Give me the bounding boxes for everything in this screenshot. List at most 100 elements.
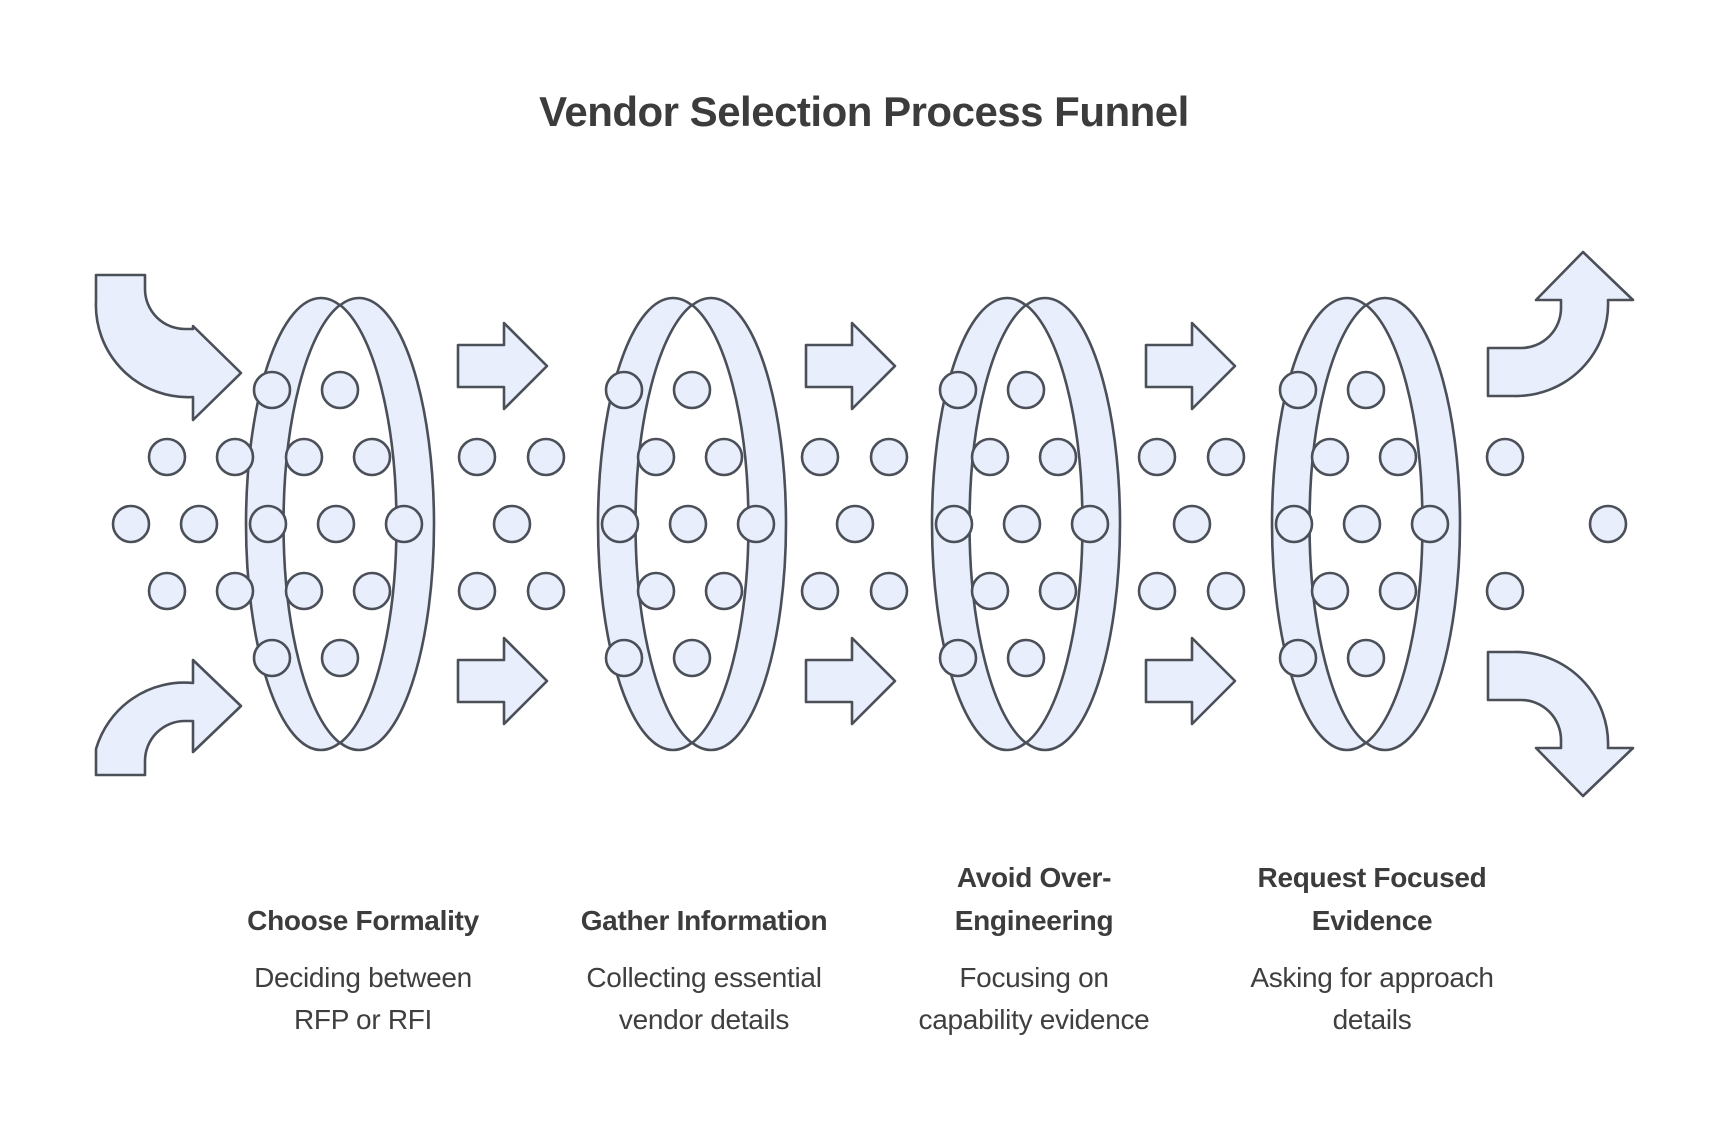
vendor-dot <box>1346 370 1386 410</box>
vendor-dot <box>636 571 676 611</box>
vendor-dot <box>800 571 840 611</box>
vendor-dot <box>1038 571 1078 611</box>
vendor-dot <box>147 571 187 611</box>
vendor-dot <box>869 437 909 477</box>
stage-4-description: Asking for approach details <box>1197 957 1547 1041</box>
vendor-dot <box>604 638 644 678</box>
stage-description-line: vendor details <box>618 1004 790 1035</box>
vendor-dot <box>636 437 676 477</box>
vendor-dot <box>938 638 978 678</box>
flow-arrow <box>804 636 897 726</box>
vendor-dot <box>284 571 324 611</box>
inflow-bottom-arrow <box>94 658 243 777</box>
stage-description-line: Focusing on <box>959 962 1109 993</box>
vendor-dot <box>1038 437 1078 477</box>
vendor-dot <box>526 437 566 477</box>
outflow-bottom-arrow <box>1486 650 1635 798</box>
stage-heading-line: Engineering <box>954 905 1114 936</box>
stage-description-line: Asking for approach <box>1250 962 1494 993</box>
vendor-dot <box>604 370 644 410</box>
vendor-dot <box>1342 504 1382 544</box>
vendor-dot <box>147 437 187 477</box>
vendor-dot <box>970 437 1010 477</box>
vendor-dot <box>316 504 356 544</box>
vendor-dot <box>320 638 360 678</box>
vendor-dot <box>1485 571 1525 611</box>
flow-arrow <box>804 321 897 411</box>
flow-arrow <box>1144 636 1237 726</box>
vendor-dot <box>352 571 392 611</box>
vendor-dot <box>1310 571 1350 611</box>
vendor-dot <box>1070 504 1110 544</box>
vendor-dot <box>492 504 532 544</box>
vendor-dot <box>835 504 875 544</box>
stage-heading-line: Gather Information <box>580 905 828 936</box>
vendor-dot <box>111 504 151 544</box>
stage-1-heading: Choose Formality <box>188 856 538 942</box>
vendor-dot <box>1137 571 1177 611</box>
stage-3-description: Focusing on capability evidence <box>859 957 1209 1041</box>
vendor-dot <box>215 437 255 477</box>
vendor-dot <box>1137 437 1177 477</box>
vendor-dot <box>457 571 497 611</box>
vendor-dot <box>1206 571 1246 611</box>
vendor-dot <box>1006 370 1046 410</box>
vendor-dot <box>457 437 497 477</box>
vendor-dot <box>1278 370 1318 410</box>
stage-description-line: RFP or RFI <box>293 1004 433 1035</box>
vendor-dot <box>320 370 360 410</box>
vendor-dot <box>1346 638 1386 678</box>
vendor-dot <box>252 370 292 410</box>
vendor-dot <box>672 370 712 410</box>
vendor-dot <box>1274 504 1314 544</box>
vendor-dot <box>1410 504 1450 544</box>
vendor-dot <box>600 504 640 544</box>
stage-3-heading: Avoid Over-Engineering <box>859 856 1209 942</box>
vendor-dot <box>179 504 219 544</box>
vendor-dot <box>1006 638 1046 678</box>
stage-heading-line: Request Focused <box>1257 862 1487 893</box>
vendor-dot <box>1378 437 1418 477</box>
stage-description-line: Deciding between <box>254 962 472 993</box>
stage-description-line: details <box>1332 1004 1412 1035</box>
vendor-dot <box>938 370 978 410</box>
vendor-dot <box>1278 638 1318 678</box>
vendor-dot <box>1310 437 1350 477</box>
stage-heading-line: Choose Formality <box>247 905 479 936</box>
vendor-dot <box>869 571 909 611</box>
flow-arrow <box>1144 321 1237 411</box>
vendor-dot <box>526 571 566 611</box>
vendor-dot <box>704 571 744 611</box>
vendor-dot <box>800 437 840 477</box>
inflow-top-arrow <box>94 273 243 422</box>
vendor-dot <box>252 638 292 678</box>
vendor-dot <box>1172 504 1212 544</box>
page-title: Vendor Selection Process Funnel <box>539 88 1189 135</box>
vendor-dot <box>672 638 712 678</box>
vendor-dot <box>704 437 744 477</box>
stage-heading-line: Evidence <box>1311 905 1433 936</box>
vendor-dot <box>1206 437 1246 477</box>
vendor-dot <box>1588 504 1628 544</box>
stage-description-line: capability evidence <box>918 1004 1150 1035</box>
stage-2-heading: Gather Information <box>529 856 879 942</box>
vendor-dot <box>1002 504 1042 544</box>
vendor-dot <box>215 571 255 611</box>
outflow-top-arrow <box>1486 250 1635 398</box>
vendor-dot <box>736 504 776 544</box>
vendor-dot <box>1378 571 1418 611</box>
flow-arrow <box>456 636 549 726</box>
flow-arrow <box>456 321 549 411</box>
vendor-dot <box>352 437 392 477</box>
vendor-dot <box>668 504 708 544</box>
vendor-dot <box>934 504 974 544</box>
vendor-dot <box>248 504 288 544</box>
vendor-dot <box>970 571 1010 611</box>
